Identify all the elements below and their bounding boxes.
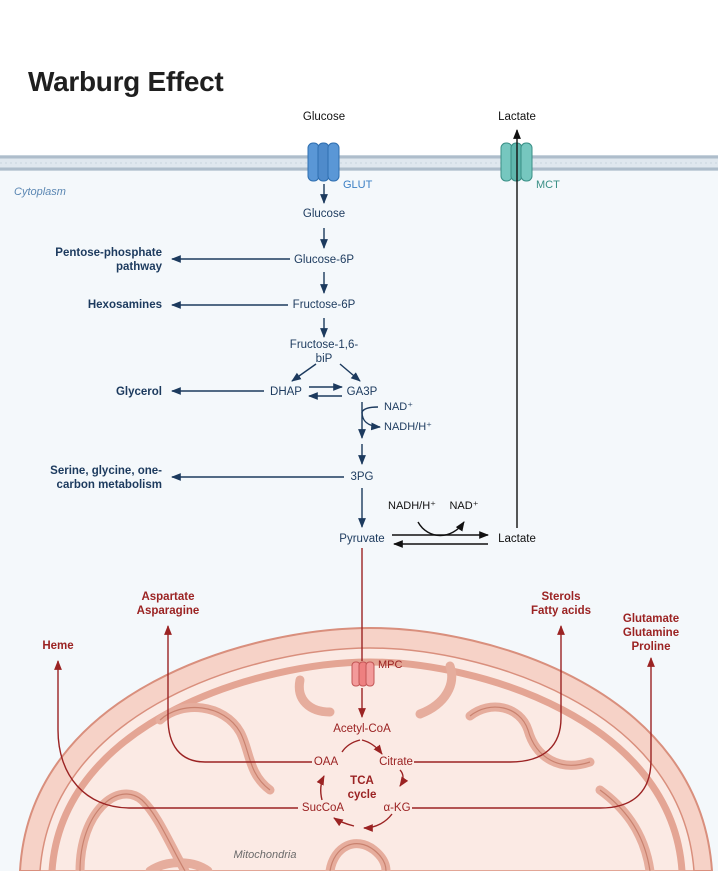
fructose-6p-label: Fructose-6P: [292, 299, 356, 311]
extracellular-glucose-label: Glucose: [302, 111, 346, 123]
glutamate-line: Glutamate: [622, 613, 680, 625]
serine-line1: Serine, glycine, one-: [50, 465, 162, 477]
fructose-16bp-label: Fructose-1,6- biP: [290, 338, 358, 366]
ldh-nadh-label: NADH/H⁺: [388, 500, 436, 512]
mitochondrion-shape: [18, 626, 714, 871]
proline-line: Proline: [631, 641, 671, 653]
aspartate-asparagine-label: Aspartate Asparagine: [137, 590, 200, 618]
ppp-line2: pathway: [115, 261, 162, 273]
pentose-phosphate-label: Pentose-phosphate pathway: [55, 246, 162, 274]
glutamine-line: Glutamine: [622, 627, 680, 639]
tca-line2: cycle: [347, 789, 377, 801]
mitochondria-label: Mitochondria: [233, 849, 297, 861]
fructose-16bp-line2: biP: [315, 353, 333, 365]
asparagine-line: Asparagine: [136, 605, 200, 617]
cytoplasm-label: Cytoplasm: [14, 186, 66, 198]
3pg-label: 3PG: [350, 471, 374, 483]
dhap-label: DHAP: [270, 386, 302, 398]
glucose-label: Glucose: [302, 208, 346, 220]
serine-glycine-label: Serine, glycine, one- carbon metabolism: [50, 464, 162, 492]
plasma-membrane: [0, 155, 718, 171]
glut-transporter-icon: [307, 142, 340, 182]
serine-line2: carbon metabolism: [56, 479, 162, 491]
citrate-label: Citrate: [379, 756, 413, 768]
hexosamines-label: Hexosamines: [87, 299, 162, 311]
oaa-label: OAA: [313, 756, 339, 768]
sterols-line: Sterols: [541, 591, 581, 603]
glycerol-label: Glycerol: [115, 386, 162, 398]
alpha-kg-label: α-KG: [383, 802, 411, 814]
tca-cycle-label: TCA cycle: [348, 774, 377, 802]
fructose-16bp-line1: Fructose-1,6-: [289, 339, 359, 351]
fatty-acids-line: Fatty acids: [530, 605, 592, 617]
glut-label: GLUT: [343, 179, 373, 191]
aspartate-line: Aspartate: [141, 591, 195, 603]
ldh-nad-label: NAD⁺: [449, 500, 479, 512]
glucose-6p-label: Glucose-6P: [293, 254, 355, 266]
nadh-label: NADH/H⁺: [384, 421, 432, 433]
acetyl-coa-label: Acetyl-CoA: [333, 723, 391, 735]
succoa-label: SucCoA: [301, 802, 345, 814]
heme-label: Heme: [42, 640, 74, 652]
ppp-line1: Pentose-phosphate: [55, 247, 162, 259]
nad-plus-label: NAD⁺: [384, 401, 414, 413]
page-title: Warburg Effect: [28, 66, 224, 97]
glycolysis-arrows: [171, 184, 381, 528]
mpc-transporter-icon: [351, 661, 375, 687]
tca-arrows: [54, 548, 655, 832]
mpc-label: MPC: [378, 659, 403, 671]
sterols-fatty-acids-label: Sterols Fatty acids: [531, 590, 591, 618]
pyruvate-label: Pyruvate: [339, 533, 385, 545]
mct-label: MCT: [536, 179, 560, 191]
lactate-arrows: [392, 129, 521, 548]
ga3p-label: GA3P: [346, 386, 378, 398]
cytoplasmic-lactate-label: Lactate: [498, 533, 536, 545]
tca-line1: TCA: [350, 775, 374, 787]
extracellular-lactate-label: Lactate: [498, 111, 536, 123]
glutamate-glutamine-proline-label: Glutamate Glutamine Proline: [623, 612, 679, 654]
